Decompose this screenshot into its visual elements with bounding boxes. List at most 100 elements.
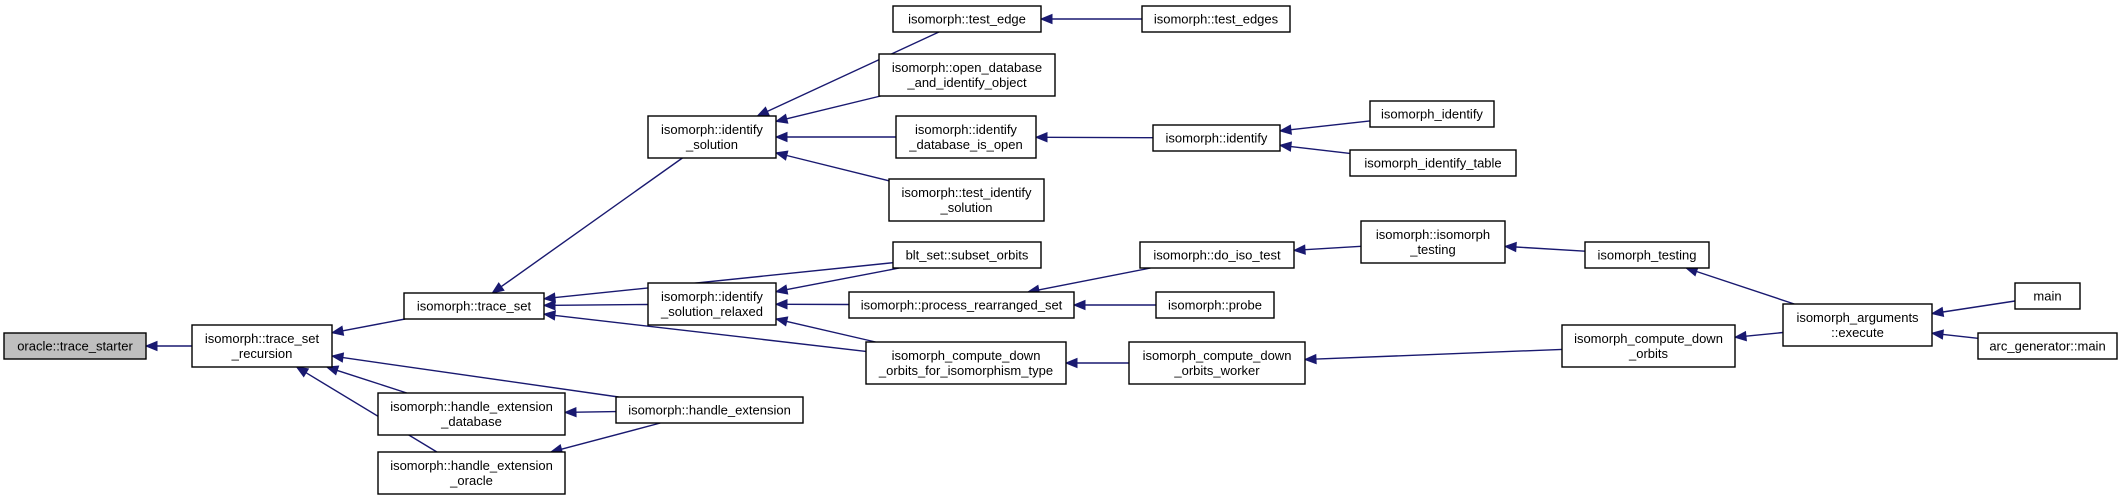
edge-line	[305, 372, 438, 453]
node-box	[1141, 5, 1291, 33]
node-open-database[interactable]: isomorph::open_database_and_identify_obj…	[878, 53, 1056, 97]
node-handle-ext[interactable]: isomorph::handle_extension	[615, 396, 804, 424]
edge-line	[1696, 270, 1795, 305]
node-label: _solution	[939, 200, 992, 215]
edge-test_edges-to-test_edge	[1039, 13, 1142, 25]
node-label: isomorph::handle_extension	[390, 458, 553, 473]
node-box	[615, 396, 804, 424]
arrowhead-icon	[1930, 306, 1945, 318]
edge-handle_ext_oracle-to-trace_set_recursion	[295, 366, 438, 453]
edge-line	[1942, 333, 1979, 339]
node-handle-ext-db[interactable]: isomorph::handle_extension_database	[377, 392, 566, 436]
node-trace-set-recursion[interactable]: isomorph::trace_set_recursion	[191, 324, 333, 368]
arrowhead-icon	[774, 113, 789, 124]
node-process-rearranged-set[interactable]: isomorph::process_rearranged_set	[848, 291, 1075, 319]
edge-handle_ext-to-handle_ext_db	[563, 406, 617, 418]
node-isomorph-identify[interactable]: isomorph_identify	[1369, 100, 1495, 128]
node-label: isomorph_compute_down	[1574, 331, 1723, 346]
arrowhead-icon	[756, 106, 771, 117]
node-trace-set[interactable]: isomorph::trace_set	[403, 292, 545, 320]
edge-compute_down_orbits-to-compute_down_orbits_worker	[1303, 348, 1563, 365]
node-box	[1139, 241, 1295, 269]
edge-handle_ext-to-handle_ext_oracle	[549, 422, 661, 455]
arrowhead-icon	[774, 299, 788, 310]
arrowhead-icon	[330, 325, 345, 336]
arrowhead-icon	[1503, 241, 1517, 253]
edge-line	[1038, 267, 1151, 291]
node-label: arc_generator::main	[1989, 339, 2105, 354]
node-label: isomorph::isomorph	[1376, 227, 1490, 242]
node-label: _solution	[685, 137, 738, 152]
arrowhead-icon	[1278, 124, 1292, 135]
node-label: _and_identify_object	[906, 75, 1027, 90]
node-box	[647, 115, 777, 159]
arrowhead-icon	[1039, 13, 1053, 25]
edge-test_identify_solution-to-identify_solution	[774, 150, 890, 182]
node-main[interactable]: main	[2014, 282, 2081, 310]
node-box	[647, 282, 777, 326]
node-compute-down-orbits-iso[interactable]: isomorph_compute_down_orbits_for_isomorp…	[865, 341, 1067, 385]
edge-subset_orbits-to-identify_solution_relaxed	[774, 267, 900, 295]
node-label: isomorph::test_edge	[908, 12, 1026, 27]
edge-line	[342, 356, 619, 398]
arrowhead-icon	[144, 340, 158, 352]
node-label: _solution_relaxed	[660, 304, 763, 319]
node-identify[interactable]: isomorph::identify	[1152, 124, 1281, 152]
edge-line	[1304, 245, 1362, 251]
node-isomorph-testing[interactable]: isomorph_testing	[1584, 241, 1710, 269]
edge-line	[554, 303, 649, 306]
node-label: isomorph::identify	[1166, 131, 1268, 146]
node-label: _orbits_for_isomorphism_type	[878, 363, 1053, 378]
node-test-identify-solution[interactable]: isomorph::test_identify_solution	[888, 178, 1045, 222]
node-label: _orbits	[1628, 346, 1669, 361]
node-isomorph-testing-m[interactable]: isomorph::isomorph_testing	[1360, 220, 1506, 264]
node-subset-orbits[interactable]: blt_set::subset_orbits	[892, 241, 1042, 269]
node-box	[1584, 241, 1710, 269]
edge-line	[1290, 120, 1371, 131]
node-compute-down-orbits-worker[interactable]: isomorph_compute_down_orbits_worker	[1128, 341, 1306, 385]
node-box	[878, 53, 1056, 97]
node-label: _oracle	[449, 473, 493, 488]
node-label: _orbits_worker	[1173, 363, 1260, 378]
node-identify-solution-relaxed[interactable]: isomorph::identify_solution_relaxed	[647, 282, 777, 326]
node-label: isomorph::probe	[1168, 298, 1262, 313]
node-label: isomorph::identify	[661, 289, 763, 304]
edge-test_edge-to-identify_solution	[756, 31, 940, 117]
node-box	[191, 324, 333, 368]
node-label: isomorph::trace_set	[417, 299, 532, 314]
node-arguments-execute[interactable]: isomorph_arguments::execute	[1782, 303, 1933, 347]
edge-line	[342, 318, 406, 332]
edge-arguments_execute-to-isomorph_testing	[1684, 266, 1795, 305]
node-compute-down-orbits[interactable]: isomorph_compute_down_orbits	[1561, 324, 1736, 368]
edge-isomorph_testing-to-isomorph_testing_m	[1503, 241, 1586, 253]
edge-line	[1942, 300, 2016, 313]
edge-line	[767, 31, 940, 113]
node-handle-ext-oracle[interactable]: isomorph::handle_extension_oracle	[377, 451, 566, 495]
node-identify-db-open[interactable]: isomorph::identify_database_is_open	[895, 115, 1037, 159]
node-isomorph-identify-table[interactable]: isomorph_identify_table	[1349, 149, 1517, 177]
node-box	[1360, 220, 1506, 264]
edge-isomorph_testing_m-to-do_iso_test	[1292, 244, 1362, 255]
node-arc-generator-main[interactable]: arc_generator::main	[1977, 332, 2118, 360]
node-trace-starter[interactable]: oracle::trace_starter	[3, 332, 147, 360]
edge-isomorph_identify_table-to-identify	[1278, 141, 1351, 155]
node-label: _recursion	[231, 346, 293, 361]
node-test-edges[interactable]: isomorph::test_edges	[1141, 5, 1291, 33]
arrowhead-icon	[774, 316, 789, 327]
node-do-iso-test[interactable]: isomorph::do_iso_test	[1139, 241, 1295, 269]
node-test-edge[interactable]: isomorph::test_edge	[892, 5, 1042, 33]
node-label: isomorph_identify_table	[1364, 156, 1501, 171]
edge-trace_set_recursion-to-trace_starter	[144, 340, 192, 352]
edge-do_iso_test-to-process_rearranged_set	[1026, 267, 1151, 295]
node-box	[2014, 282, 2081, 310]
node-probe[interactable]: isomorph::probe	[1155, 291, 1275, 319]
arrowhead-icon	[330, 352, 345, 363]
edge-process_rearranged_set-to-identify_solution_relaxed	[774, 299, 850, 310]
node-box	[892, 241, 1042, 269]
node-label: isomorph::trace_set	[205, 331, 320, 346]
node-label: main	[2033, 289, 2061, 304]
node-label: isomorph::handle_extension	[390, 399, 553, 414]
arrowhead-icon	[1034, 132, 1048, 143]
node-identify-solution[interactable]: isomorph::identify_solution	[647, 115, 777, 159]
arrowhead-icon	[542, 310, 556, 321]
